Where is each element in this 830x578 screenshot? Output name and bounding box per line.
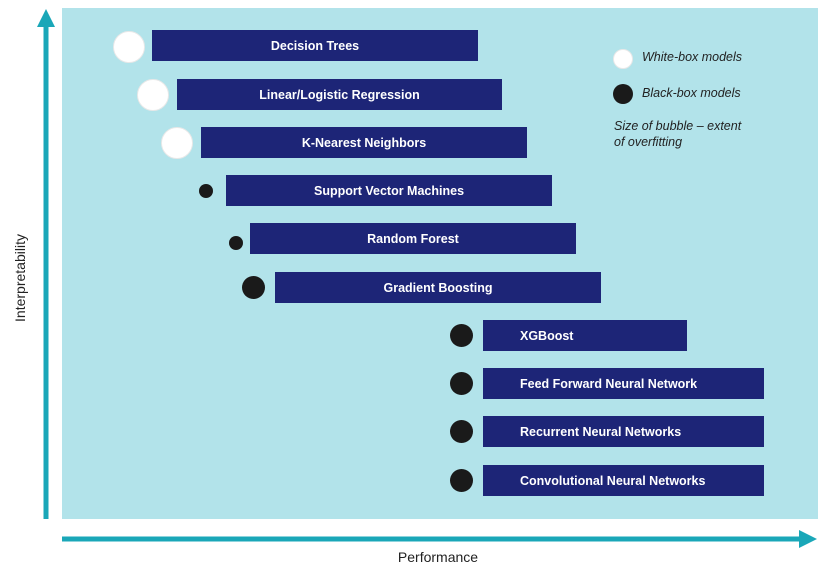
model-bar-support-vector-machines: Support Vector Machines: [226, 175, 552, 206]
model-bar-recurrent-neural-networks: Recurrent Neural Networks: [483, 416, 764, 447]
black-box-bubble: [199, 184, 213, 198]
legend-white-bubble-icon: [613, 49, 633, 69]
model-bar-random-forest: Random Forest: [250, 223, 576, 254]
black-box-bubble: [450, 324, 473, 347]
model-bar-decision-trees: Decision Trees: [152, 30, 478, 61]
black-box-bubble: [450, 372, 473, 395]
black-box-bubble: [450, 420, 473, 443]
model-bar-gradient-boosting: Gradient Boosting: [275, 272, 601, 303]
legend-size-note-line1: Size of bubble – extent: [614, 119, 742, 133]
model-bar-convolutional-neural-networks: Convolutional Neural Networks: [483, 465, 764, 496]
model-bar-xgboost: XGBoost: [483, 320, 687, 351]
black-box-bubble: [229, 236, 243, 250]
black-box-bubble: [450, 469, 473, 492]
model-bar-feed-forward-neural-network: Feed Forward Neural Network: [483, 368, 764, 399]
x-axis-arrow-icon: [799, 530, 817, 548]
legend-black-box-label: Black-box models: [642, 86, 741, 100]
white-box-bubble: [161, 127, 193, 159]
model-bar-linear-logistic-regression: Linear/Logistic Regression: [177, 79, 502, 110]
model-bar-k-nearest-neighbors: K-Nearest Neighbors: [201, 127, 527, 158]
legend-size-note-line2: of overfitting: [614, 135, 683, 149]
legend-black-bubble-icon: [613, 84, 633, 104]
white-box-bubble: [137, 79, 169, 111]
black-box-bubble: [242, 276, 265, 299]
x-axis-label: Performance: [397, 549, 479, 565]
legend-white-box-label: White-box models: [642, 50, 743, 64]
white-box-bubble: [113, 31, 145, 63]
y-axis-arrow-icon: [37, 9, 55, 27]
y-axis-label: Interpretability: [12, 234, 28, 322]
